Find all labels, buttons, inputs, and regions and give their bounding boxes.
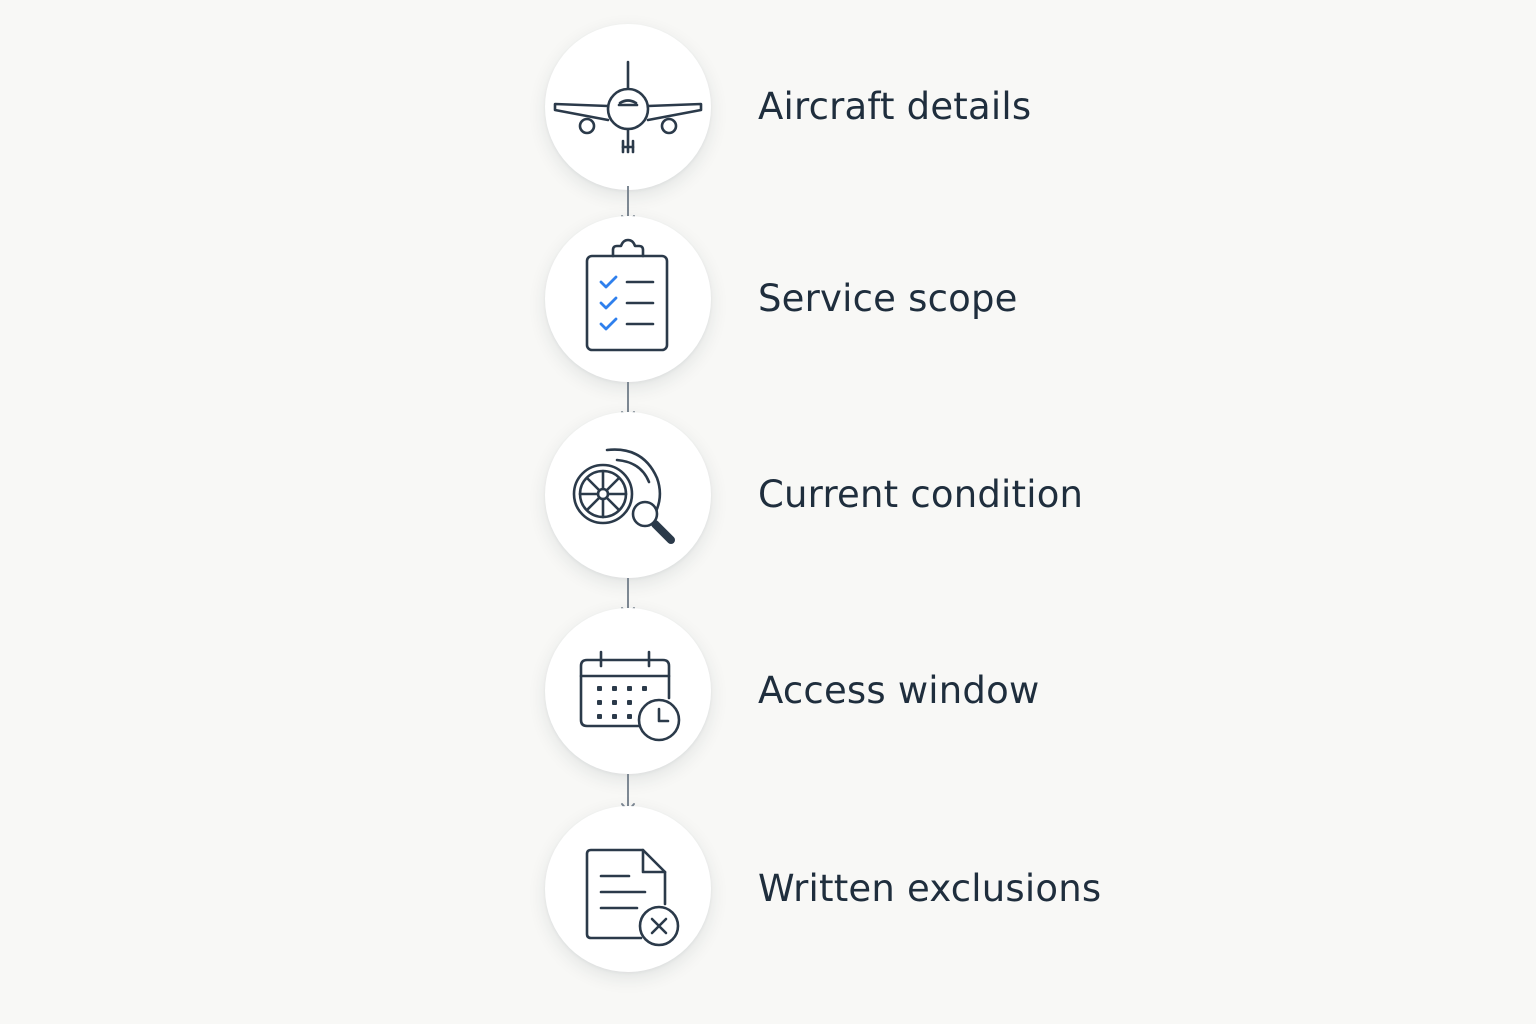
calendar-clock-icon [579, 650, 681, 742]
step-label: Service scope [758, 277, 1018, 320]
document-exclusion-icon [585, 848, 680, 947]
step-circle [545, 608, 711, 774]
clipboard-checklist-icon [585, 238, 669, 352]
airplane-icon [553, 60, 703, 154]
step-label: Aircraft details [758, 85, 1032, 128]
step-label: Access window [758, 669, 1040, 712]
step-circle [545, 806, 711, 972]
step-label: Written exclusions [758, 867, 1102, 910]
step-access-window: Access window [0, 608, 1536, 778]
step-aircraft-details: Aircraft details [0, 24, 1536, 194]
step-circle [545, 216, 711, 382]
step-circle [545, 24, 711, 190]
step-service-scope: Service scope [0, 216, 1536, 386]
step-circle [545, 412, 711, 578]
step-written-exclusions: Written exclusions [0, 806, 1536, 976]
step-label: Current condition [758, 473, 1084, 516]
engine-inspection-icon [572, 448, 675, 544]
step-current-condition: Current condition [0, 412, 1536, 582]
